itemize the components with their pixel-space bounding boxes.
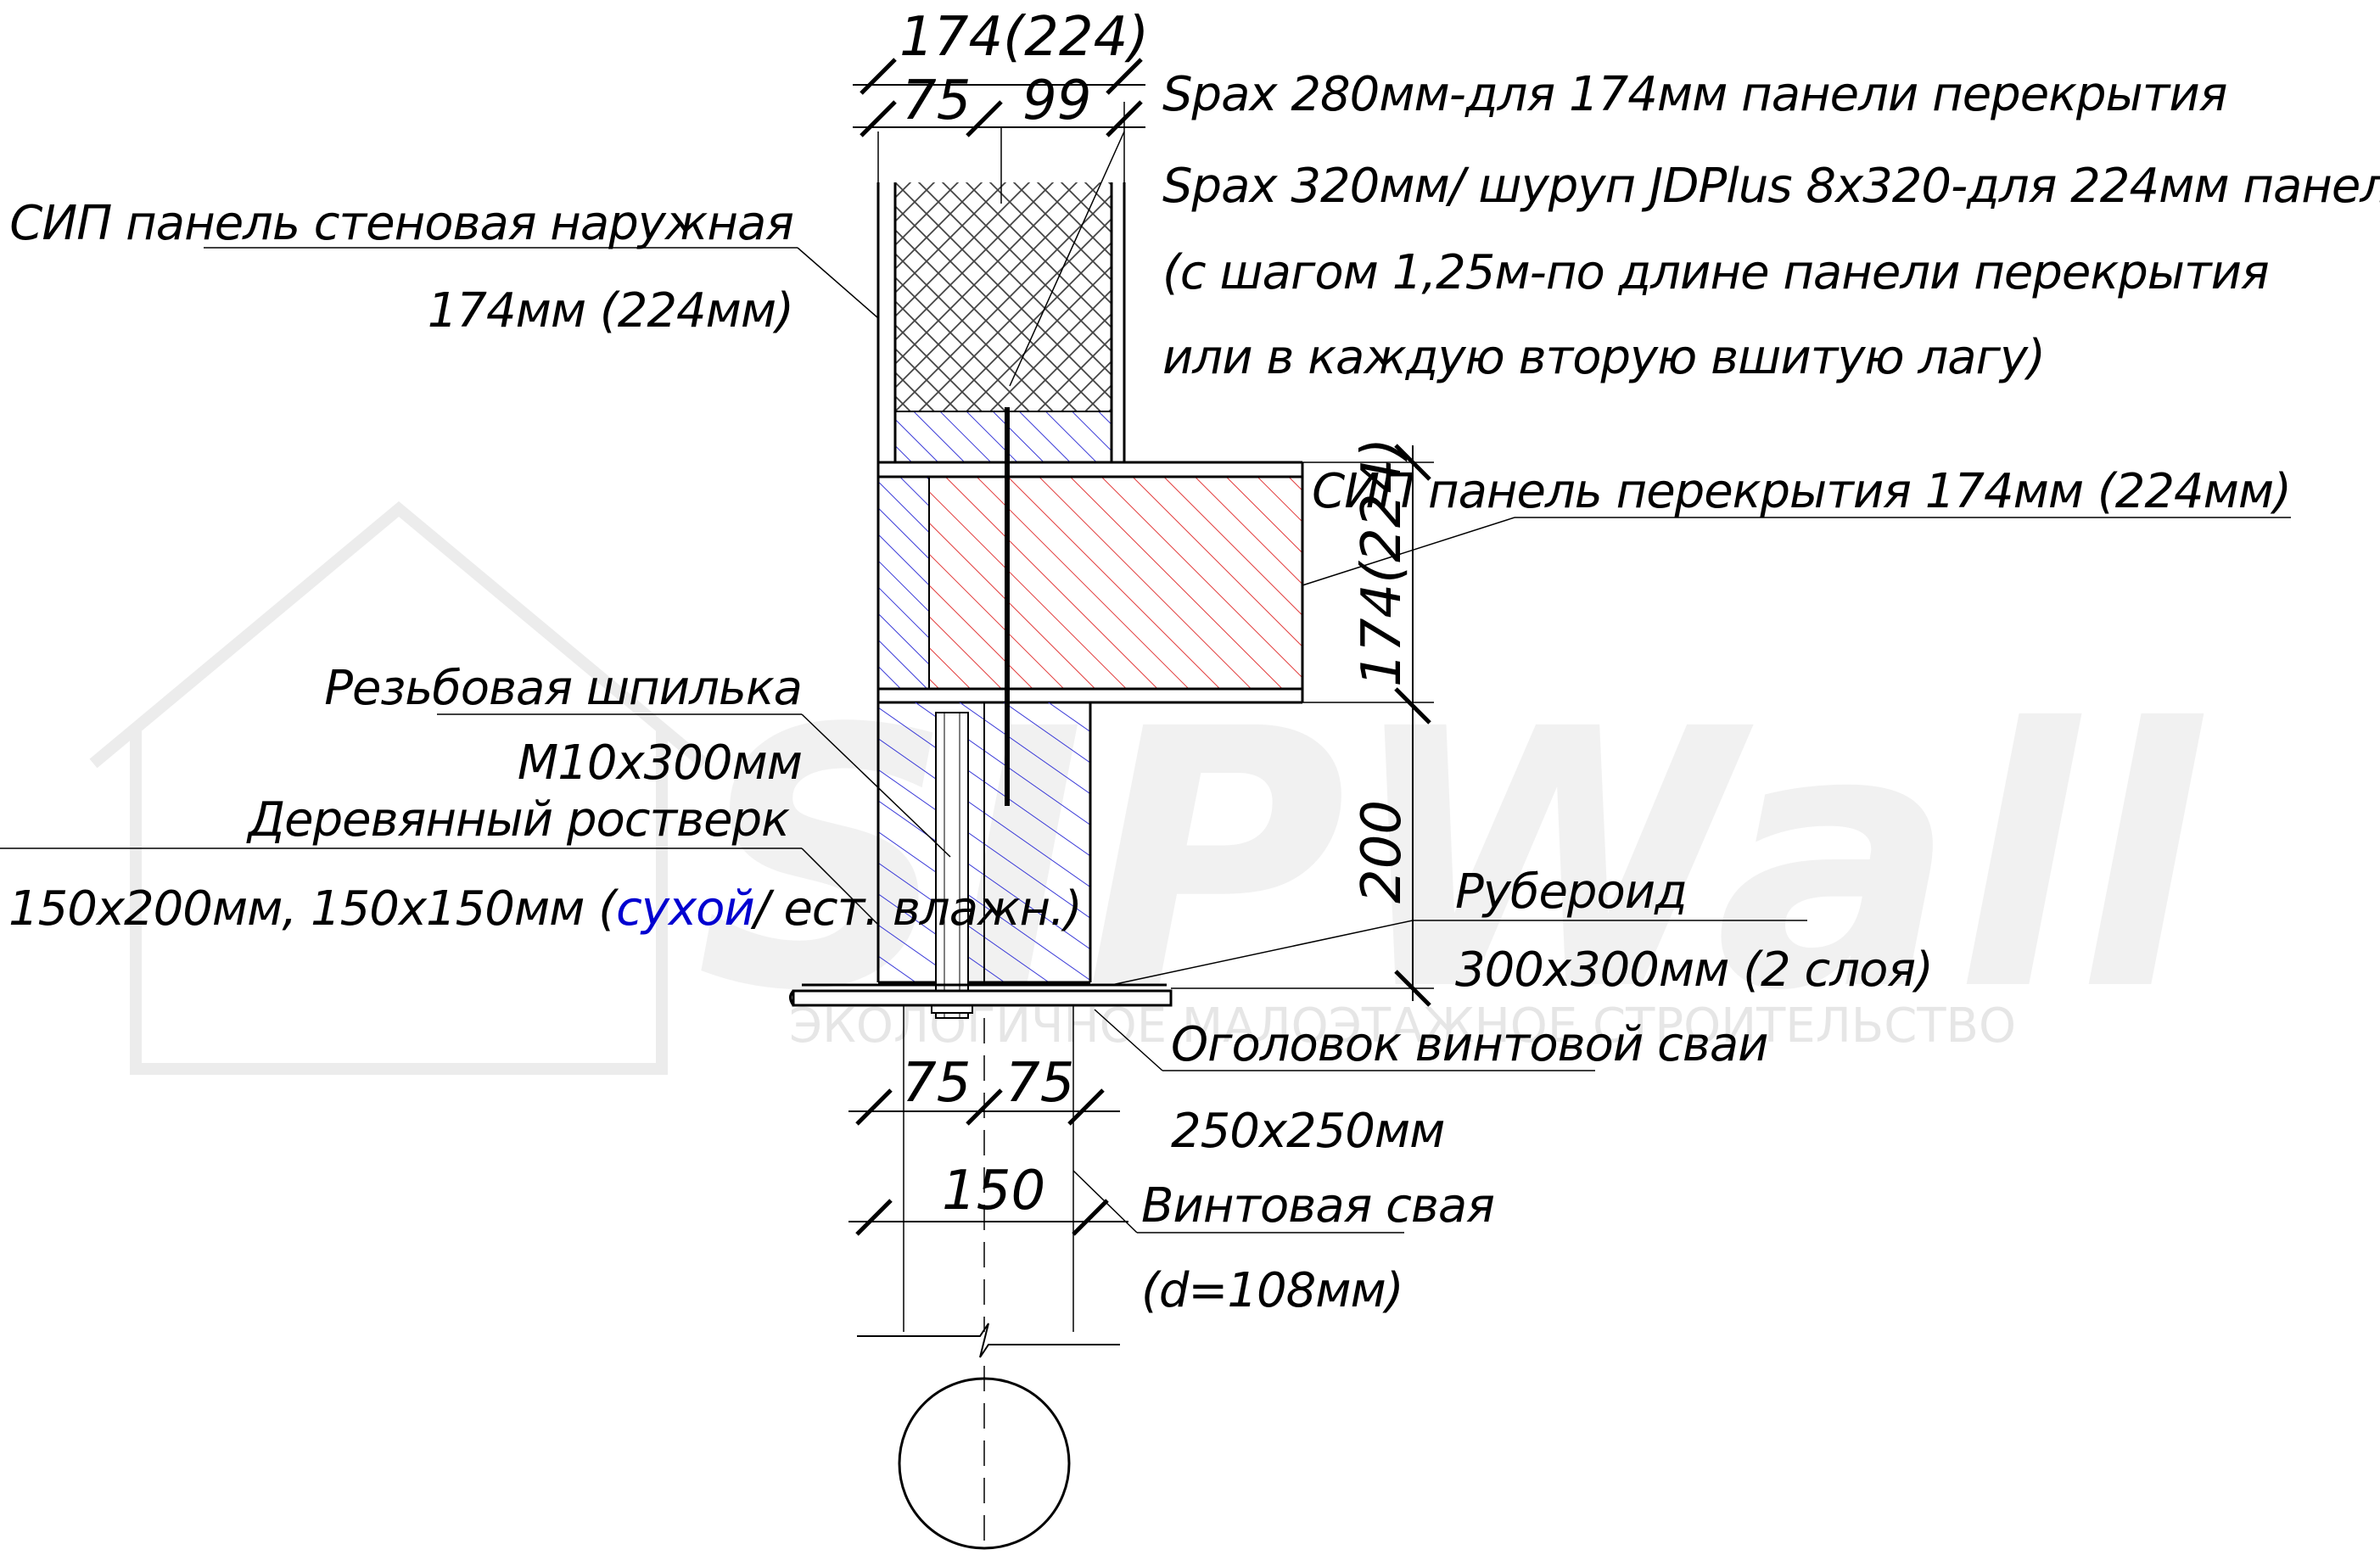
dimension-lines <box>848 58 1434 1236</box>
dim-floor-panel: 174(224) <box>1351 438 1414 687</box>
label-screw-pile: Винтовая свая <box>1141 1178 1494 1233</box>
label-spax-280: Spax 280мм-для 174мм панели перекрытия <box>1162 67 2226 122</box>
watermark-tagline: ЭКОЛОГИЧНОЕ МАЛОЭТАЖНОЕ СТРОИТЕЛЬСТВО <box>789 998 2016 1054</box>
pile-head-plate <box>789 983 1173 1007</box>
label-grillage-size: 150x200мм, 150x150мм (сухой/ ест. влажн.… <box>8 881 1082 937</box>
screw-pile <box>857 1005 1120 1552</box>
timber-grillage <box>876 702 1092 984</box>
leader-lines <box>0 131 2291 1233</box>
label-grillage-dry: сухой <box>616 881 754 937</box>
label-grillage-size-c: / ест. влажн.) <box>750 881 1082 937</box>
dim-pile-width: 150 <box>942 1160 1045 1222</box>
label-roofing-size: 300x300мм (2 слоя) <box>1455 943 1933 998</box>
dim-grillage-right: 75 <box>1005 1052 1074 1115</box>
label-pile-head-size: 250x250мм <box>1171 1104 1444 1159</box>
label-pile-head: Оголовок винтовой сваи <box>1171 1017 1768 1072</box>
label-floor-panel: СИП панель перекрытия 174мм (224мм) <box>1312 464 2291 519</box>
floor-sip-panel <box>876 461 1304 704</box>
label-screw-pile-diameter: (d=108мм) <box>1141 1263 1403 1318</box>
label-roofing: Рубероид <box>1455 864 1687 920</box>
label-threaded-stud: Резьбовая шпилька <box>324 661 802 716</box>
wall-panel-bottom-plate <box>895 411 1112 462</box>
label-spax-step: (с шагом 1,25м-по длине панели перекрыти… <box>1162 245 2269 300</box>
wall-panel-insulation <box>895 182 1112 411</box>
label-grillage: Деревянный ростверк <box>245 792 790 847</box>
dim-grillage-height: 200 <box>1351 800 1414 903</box>
watermark-house-icon <box>89 501 708 1075</box>
label-wall-panel: СИП панель стеновая наружная <box>9 196 793 251</box>
dim-grillage-left: 75 <box>902 1052 971 1115</box>
label-spax-320: Spax 320мм/ шуруп JDPlus 8x320-для 224мм… <box>1162 159 2380 214</box>
label-spax-lag: или в каждую вторую вшитую лагу) <box>1162 330 2045 385</box>
label-wall-panel-size: 174мм (224мм) <box>428 283 793 338</box>
label-threaded-stud-size: M10x300мм <box>518 736 802 791</box>
threaded-stud <box>931 712 973 1019</box>
dim-panel-total: 174(224) <box>899 6 1149 69</box>
dim-panel-right: 99 <box>1022 70 1091 132</box>
label-grillage-size-a: 150x200мм, 150x150мм ( <box>8 881 619 937</box>
wall-sip-panel <box>876 102 1126 464</box>
dim-panel-left: 75 <box>902 70 971 132</box>
